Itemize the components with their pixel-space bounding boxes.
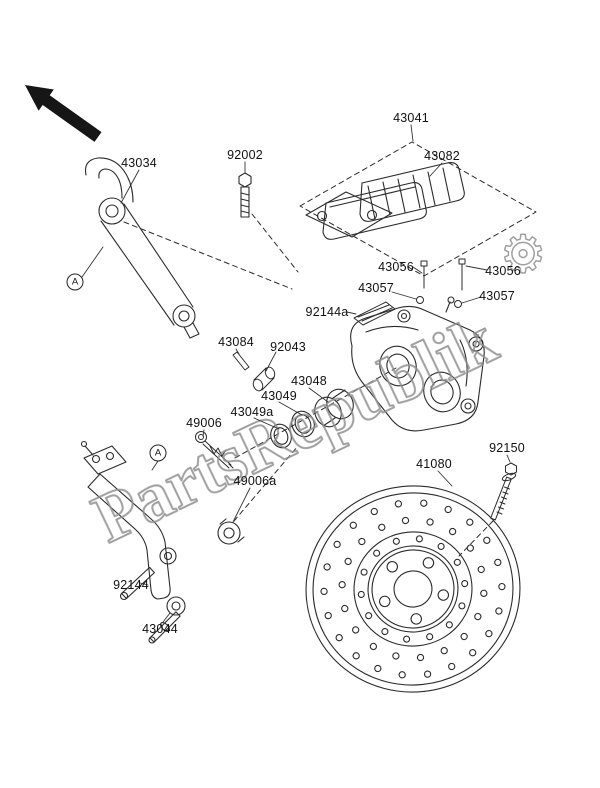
brake-disc-drawing: [305, 485, 521, 693]
part-label-92043: 92043: [270, 340, 306, 354]
part-label-43049: 43049: [261, 389, 297, 403]
assembly-marker-A-2: A: [149, 444, 167, 462]
part-label-41080: 41080: [416, 457, 452, 471]
collar-drawing: [217, 518, 245, 545]
caliper-body-drawing: [350, 296, 485, 432]
part-label-43082: 43082: [424, 149, 460, 163]
bolt-92002-drawing: [238, 172, 252, 218]
part-label-43056-right: 43056: [485, 264, 521, 278]
part-label-43057-right: 43057: [479, 289, 515, 303]
torque-link-drawing: [84, 157, 200, 339]
part-label-92150: 92150: [489, 441, 525, 455]
slide-pin-drawing: [195, 351, 276, 469]
pad-hardware-drawing: [416, 258, 466, 308]
part-label-43048: 43048: [291, 374, 327, 388]
bracket-arm-drawing: [80, 440, 186, 644]
part-label-43034: 43034: [121, 156, 157, 170]
part-label-43056-left: 43056: [378, 260, 414, 274]
part-label-92144: 92144: [113, 578, 149, 592]
part-label-49006a: 49006a: [233, 474, 277, 488]
part-label-43084: 43084: [218, 335, 254, 349]
assembly-marker-A-1: A: [66, 273, 84, 291]
part-label-92002: 92002: [227, 148, 263, 162]
part-label-43041: 43041: [393, 111, 429, 125]
brake-pads-drawing: [305, 162, 465, 240]
part-label-49006: 49006: [186, 416, 222, 430]
disc-drill-holes: [320, 499, 506, 679]
leader-lines: [81, 124, 511, 623]
part-label-43057-left: 43057: [358, 281, 394, 295]
caliper-assembly-box: [299, 141, 537, 277]
projection-lines: [123, 141, 537, 557]
bolt-92150-drawing: [490, 462, 517, 521]
part-label-43049a: 43049a: [230, 405, 274, 419]
part-label-43044: 43044: [142, 622, 178, 636]
gear-icon: ⚙: [500, 225, 547, 285]
direction-arrow-icon: [25, 85, 102, 142]
part-label-92144a: 92144a: [305, 305, 349, 319]
